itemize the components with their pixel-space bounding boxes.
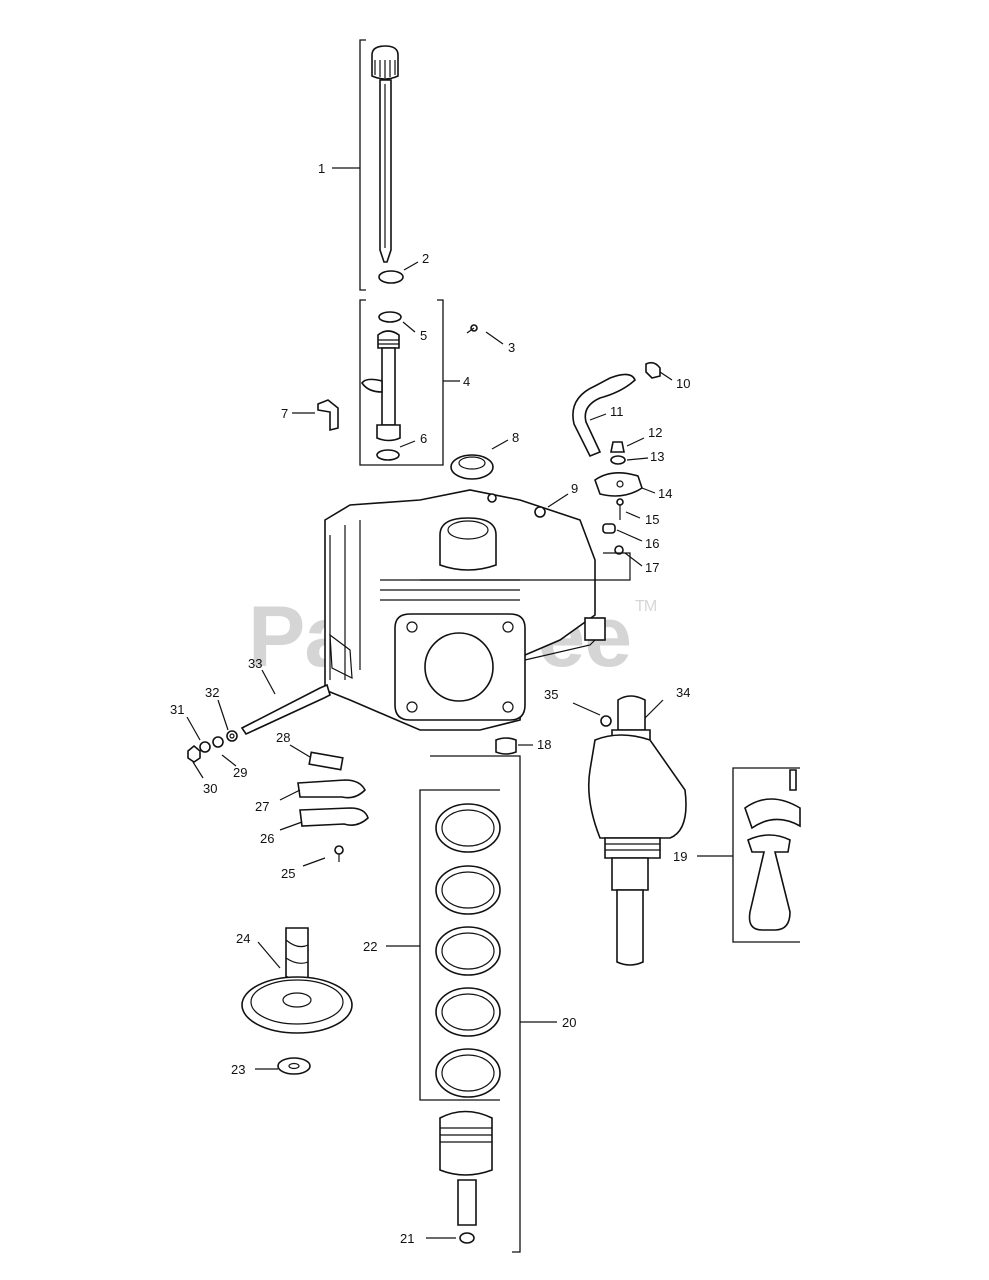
callout-33: 33 [248, 656, 262, 671]
group-frame-4 [359, 299, 444, 466]
callout-23: 23 [231, 1062, 245, 1077]
cam-washer-part [277, 1057, 311, 1075]
crank-key-part [600, 715, 612, 727]
screw-part-25 [334, 845, 344, 862]
group-frame-19 [732, 767, 800, 943]
callout-35: 35 [544, 687, 558, 702]
fitting-part-12 [610, 441, 625, 453]
callout-32: 32 [205, 685, 219, 700]
callout-13: 13 [650, 449, 664, 464]
dipstick-o-ring [378, 270, 404, 284]
tube-upper-o-ring [378, 311, 402, 323]
gear-shaft-part-27 [297, 779, 366, 799]
callout-1: 1 [318, 161, 325, 176]
breather-hose-part [572, 373, 636, 458]
oil-seal-part [450, 454, 494, 480]
governor-washers [187, 730, 238, 763]
callout-19: 19 [673, 849, 687, 864]
group-frame-22 [419, 789, 500, 1101]
dipstick-part [371, 45, 399, 263]
callout-14: 14 [658, 486, 672, 501]
callout-9: 9 [571, 481, 578, 496]
breather-cover-part [594, 472, 643, 497]
clip-part-7 [317, 399, 339, 432]
group-frame-1 [359, 39, 366, 291]
callout-25: 25 [281, 866, 295, 881]
callout-16: 16 [645, 536, 659, 551]
callout-26: 26 [260, 831, 274, 846]
gear-shaft-part-26 [299, 807, 369, 827]
screw-part-3 [466, 324, 478, 334]
callout-24: 24 [236, 931, 250, 946]
callout-4: 4 [463, 374, 470, 389]
callout-2: 2 [422, 251, 429, 266]
crankcase-part [324, 489, 606, 731]
callout-8: 8 [512, 430, 519, 445]
piston-pin-clip-part [459, 1232, 475, 1244]
callout-20: 20 [562, 1015, 576, 1030]
clamp-part [645, 361, 661, 379]
piston-part [439, 1110, 493, 1226]
callout-27: 27 [255, 799, 269, 814]
callout-3: 3 [508, 340, 515, 355]
callout-21: 21 [400, 1231, 414, 1246]
fitting-part-16 [602, 523, 616, 534]
watermark-trademark: TM [635, 598, 657, 615]
callout-18: 18 [537, 737, 551, 752]
governor-rod-part [240, 683, 331, 736]
callout-12: 12 [648, 425, 662, 440]
screw-part-15 [616, 498, 624, 520]
callout-30: 30 [203, 781, 217, 796]
fitting-guide-17 [420, 552, 631, 581]
callout-6: 6 [420, 431, 427, 446]
callout-10: 10 [676, 376, 690, 391]
callout-15: 15 [645, 512, 659, 527]
crankshaft-part [587, 695, 687, 966]
callout-11: 11 [610, 404, 624, 419]
callout-7: 7 [281, 406, 288, 421]
leader-lines [186, 167, 733, 1239]
connecting-rod-part [744, 769, 801, 931]
dipstick-tube-part [361, 330, 401, 442]
callout-28: 28 [276, 730, 290, 745]
washer-part-13 [610, 455, 626, 465]
dowel-pin-part [495, 737, 517, 755]
callout-31: 31 [170, 702, 184, 717]
callout-34: 34 [676, 685, 690, 700]
camshaft-part [241, 927, 353, 1034]
callout-5: 5 [420, 328, 427, 343]
callout-22: 22 [363, 939, 377, 954]
group-frame-20 [430, 755, 521, 1253]
callout-17: 17 [645, 560, 659, 575]
tube-lower-o-ring [376, 449, 400, 461]
fitting-part-17 [614, 545, 624, 555]
callout-29: 29 [233, 765, 247, 780]
key-part-28 [308, 751, 344, 771]
piston-rings-part [435, 803, 501, 1098]
